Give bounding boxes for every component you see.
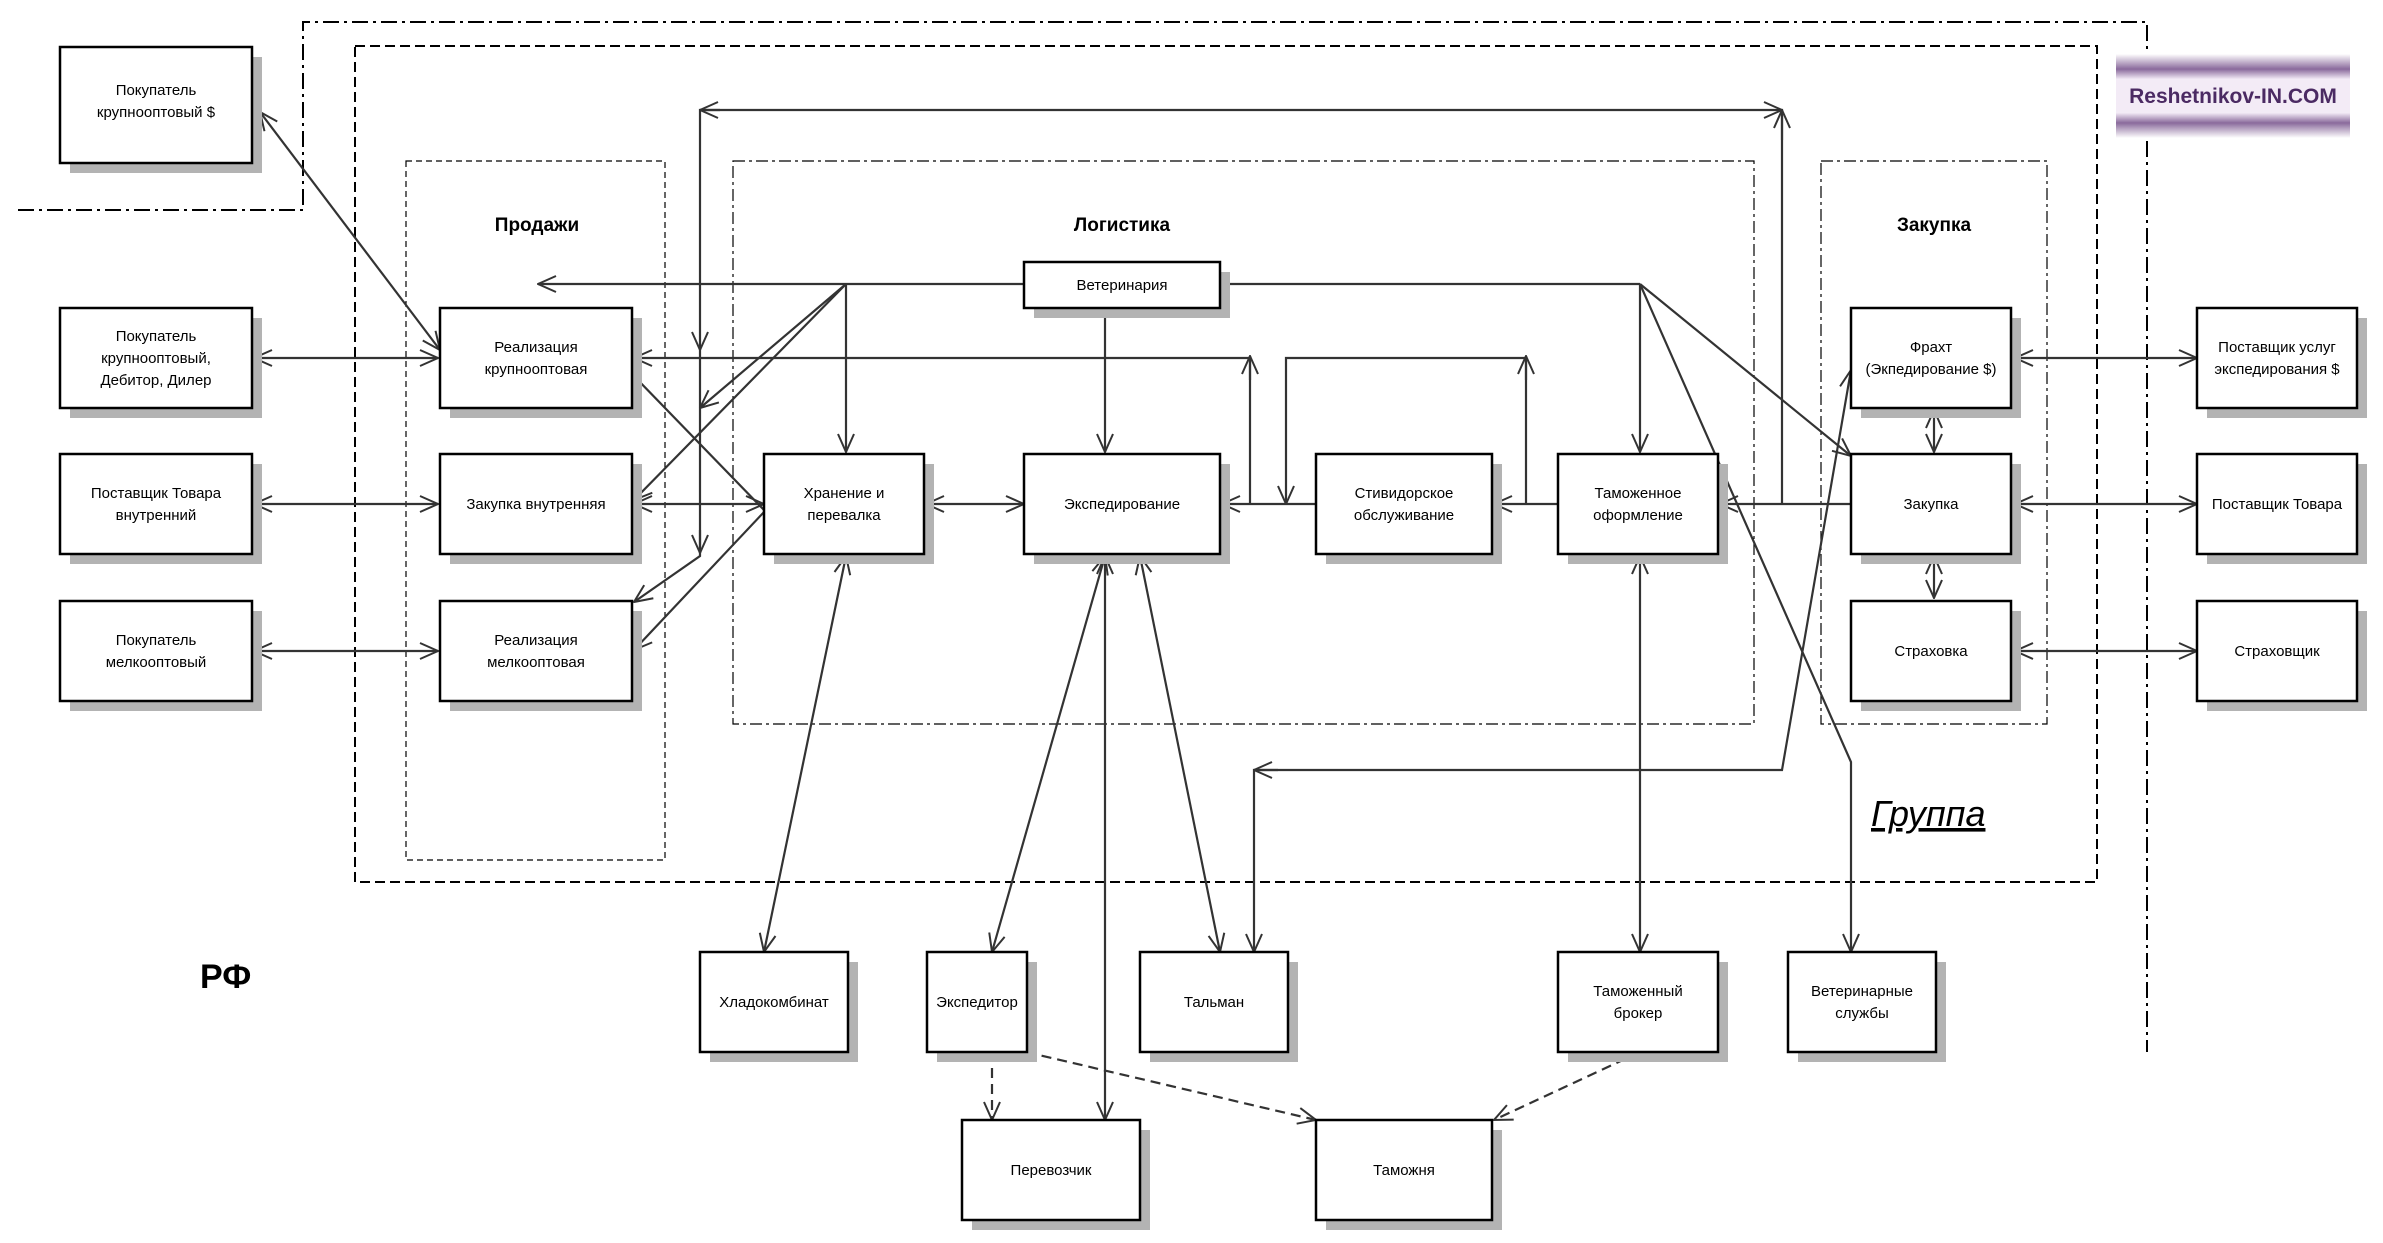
node-carrier[interactable]: Перевозчик [960, 1118, 1150, 1230]
label-freight: Фрахт(Экпедирование $) [1866, 339, 1997, 378]
conn-forwarding-forwarder [992, 556, 1105, 952]
conn-buyer-usd-realization [260, 112, 440, 350]
node-cold-storage[interactable]: Хладокомбинат [698, 950, 858, 1062]
node-purchase-internal[interactable]: Закупка внутренняя [438, 452, 642, 564]
watermark-text: Reshetnikov-IN.COM [2129, 85, 2337, 108]
conn-vet-purchase-int [634, 283, 847, 500]
rf-label: РФ [200, 958, 251, 996]
label-purchase: Закупка [1904, 496, 1960, 513]
label-veterinary: Ветеринария [1076, 277, 1167, 294]
group-label: Группа [1871, 793, 1985, 834]
section-title-sales: Продажи [495, 215, 579, 236]
conn-forwarding-tallyman [1140, 556, 1220, 952]
node-forwarder[interactable]: Экспедитор [925, 950, 1037, 1062]
node-tallyman[interactable]: Тальман [1138, 950, 1298, 1062]
conn-storage-cold [764, 556, 846, 952]
label-insurance: Страховка [1894, 643, 1968, 660]
logistics-section-frame [732, 160, 1755, 725]
watermark: Reshetnikov-IN.COM [2116, 54, 2350, 138]
node-insurance[interactable]: Страховка [1849, 599, 2021, 711]
conn-freight-tally [1254, 370, 1851, 952]
label-forwarding: Экспедирование [1064, 496, 1180, 513]
connectors [254, 110, 2197, 1120]
label-purchase-internal: Закупка внутренняя [466, 496, 605, 513]
label-forwarder: Экспедитор [936, 994, 1018, 1011]
conn-vet-purchase [1639, 283, 1851, 456]
section-title-purchase: Закупка [1897, 215, 1972, 236]
label-carrier: Перевозчик [1011, 1162, 1092, 1179]
label-cold-storage: Хладокомбинат [719, 994, 829, 1011]
node-purchase[interactable]: Закупка [1849, 452, 2021, 564]
conn-vet-cross [700, 283, 847, 408]
conn-vet-vetservices [1638, 283, 1851, 952]
node-insurer[interactable]: Страховщик [2195, 599, 2367, 711]
node-customs[interactable]: Таможня [1314, 1118, 1502, 1230]
label-customs: Таможня [1373, 1162, 1435, 1179]
group-boundary [354, 45, 2098, 883]
conn-storage-realization-small [634, 511, 765, 650]
node-freight[interactable]: Фрахт(Экпедирование $) [1849, 306, 2021, 418]
label-insurer: Страховщик [2234, 643, 2320, 660]
conn-forwarder-customs [1025, 1050, 1316, 1120]
label-supplier-goods: Поставщик Товара [2212, 496, 2343, 513]
label-tallyman: Тальман [1184, 994, 1244, 1011]
conn-top-return [700, 108, 1784, 504]
node-veterinary[interactable]: Ветеринария [1022, 260, 1230, 318]
conn-broker-customs [1494, 1051, 1641, 1120]
conn-return-small [634, 350, 702, 602]
section-title-logistics: Логистика [1074, 215, 1171, 236]
node-supplier-goods[interactable]: Поставщик Товара [2195, 452, 2367, 564]
node-forwarding[interactable]: Экспедирование [1022, 452, 1230, 564]
